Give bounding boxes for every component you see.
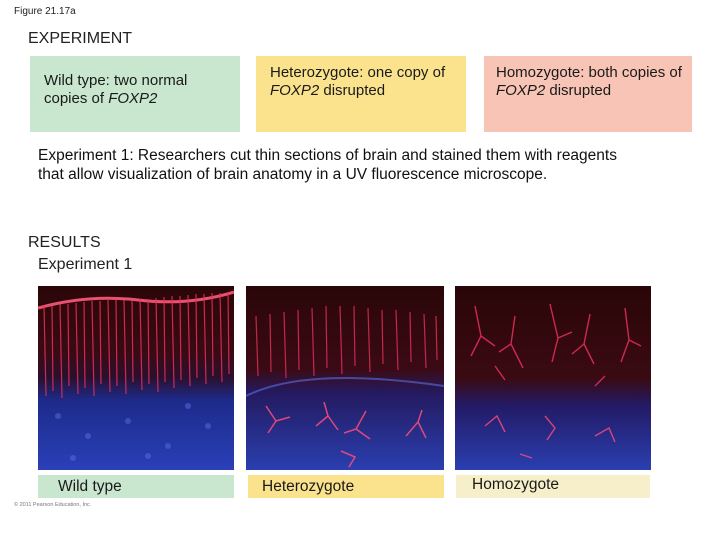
- heterozygote-text: Heterozygote: one copy of: [270, 64, 446, 81]
- experiment-description: Experiment 1: Researchers cut thin secti…: [38, 147, 617, 183]
- micrograph-homozygote: [455, 286, 651, 470]
- caption-homozygote: Homozygote: [456, 475, 650, 498]
- caption-heterozygote: Heterozygote: [248, 475, 444, 498]
- caption-wild-type: Wild type: [38, 475, 234, 498]
- wild-type-text: Wild type: two normal copies of: [44, 72, 188, 107]
- micrograph-heterozygote: [246, 286, 444, 470]
- results-heading: RESULTS: [28, 234, 101, 251]
- homozygote-gene: FOXP2: [496, 82, 546, 99]
- homozygote-suffix: disrupted: [545, 82, 612, 99]
- heterozygote-suffix: disrupted: [319, 82, 386, 99]
- figure-label: Figure 21.17a: [14, 6, 76, 17]
- homozygote-box: Homozygote: both copies of FOXP2 disrupt…: [484, 56, 692, 132]
- experiment-heading: EXPERIMENT: [28, 30, 133, 47]
- heterozygote-box: Heterozygote: one copy of FOXP2 disrupte…: [256, 56, 466, 132]
- homozygote-text: Homozygote: both copies of: [496, 64, 682, 81]
- wild-type-box: Wild type: two normal copies of FOXP2: [30, 56, 240, 132]
- wild-type-gene: FOXP2: [108, 90, 158, 107]
- micrograph-wild-type: [38, 286, 234, 470]
- heterozygote-gene: FOXP2: [270, 82, 320, 99]
- results-subheading: Experiment 1: [38, 256, 133, 273]
- copyright-notice: © 2011 Pearson Education, Inc.: [14, 502, 92, 508]
